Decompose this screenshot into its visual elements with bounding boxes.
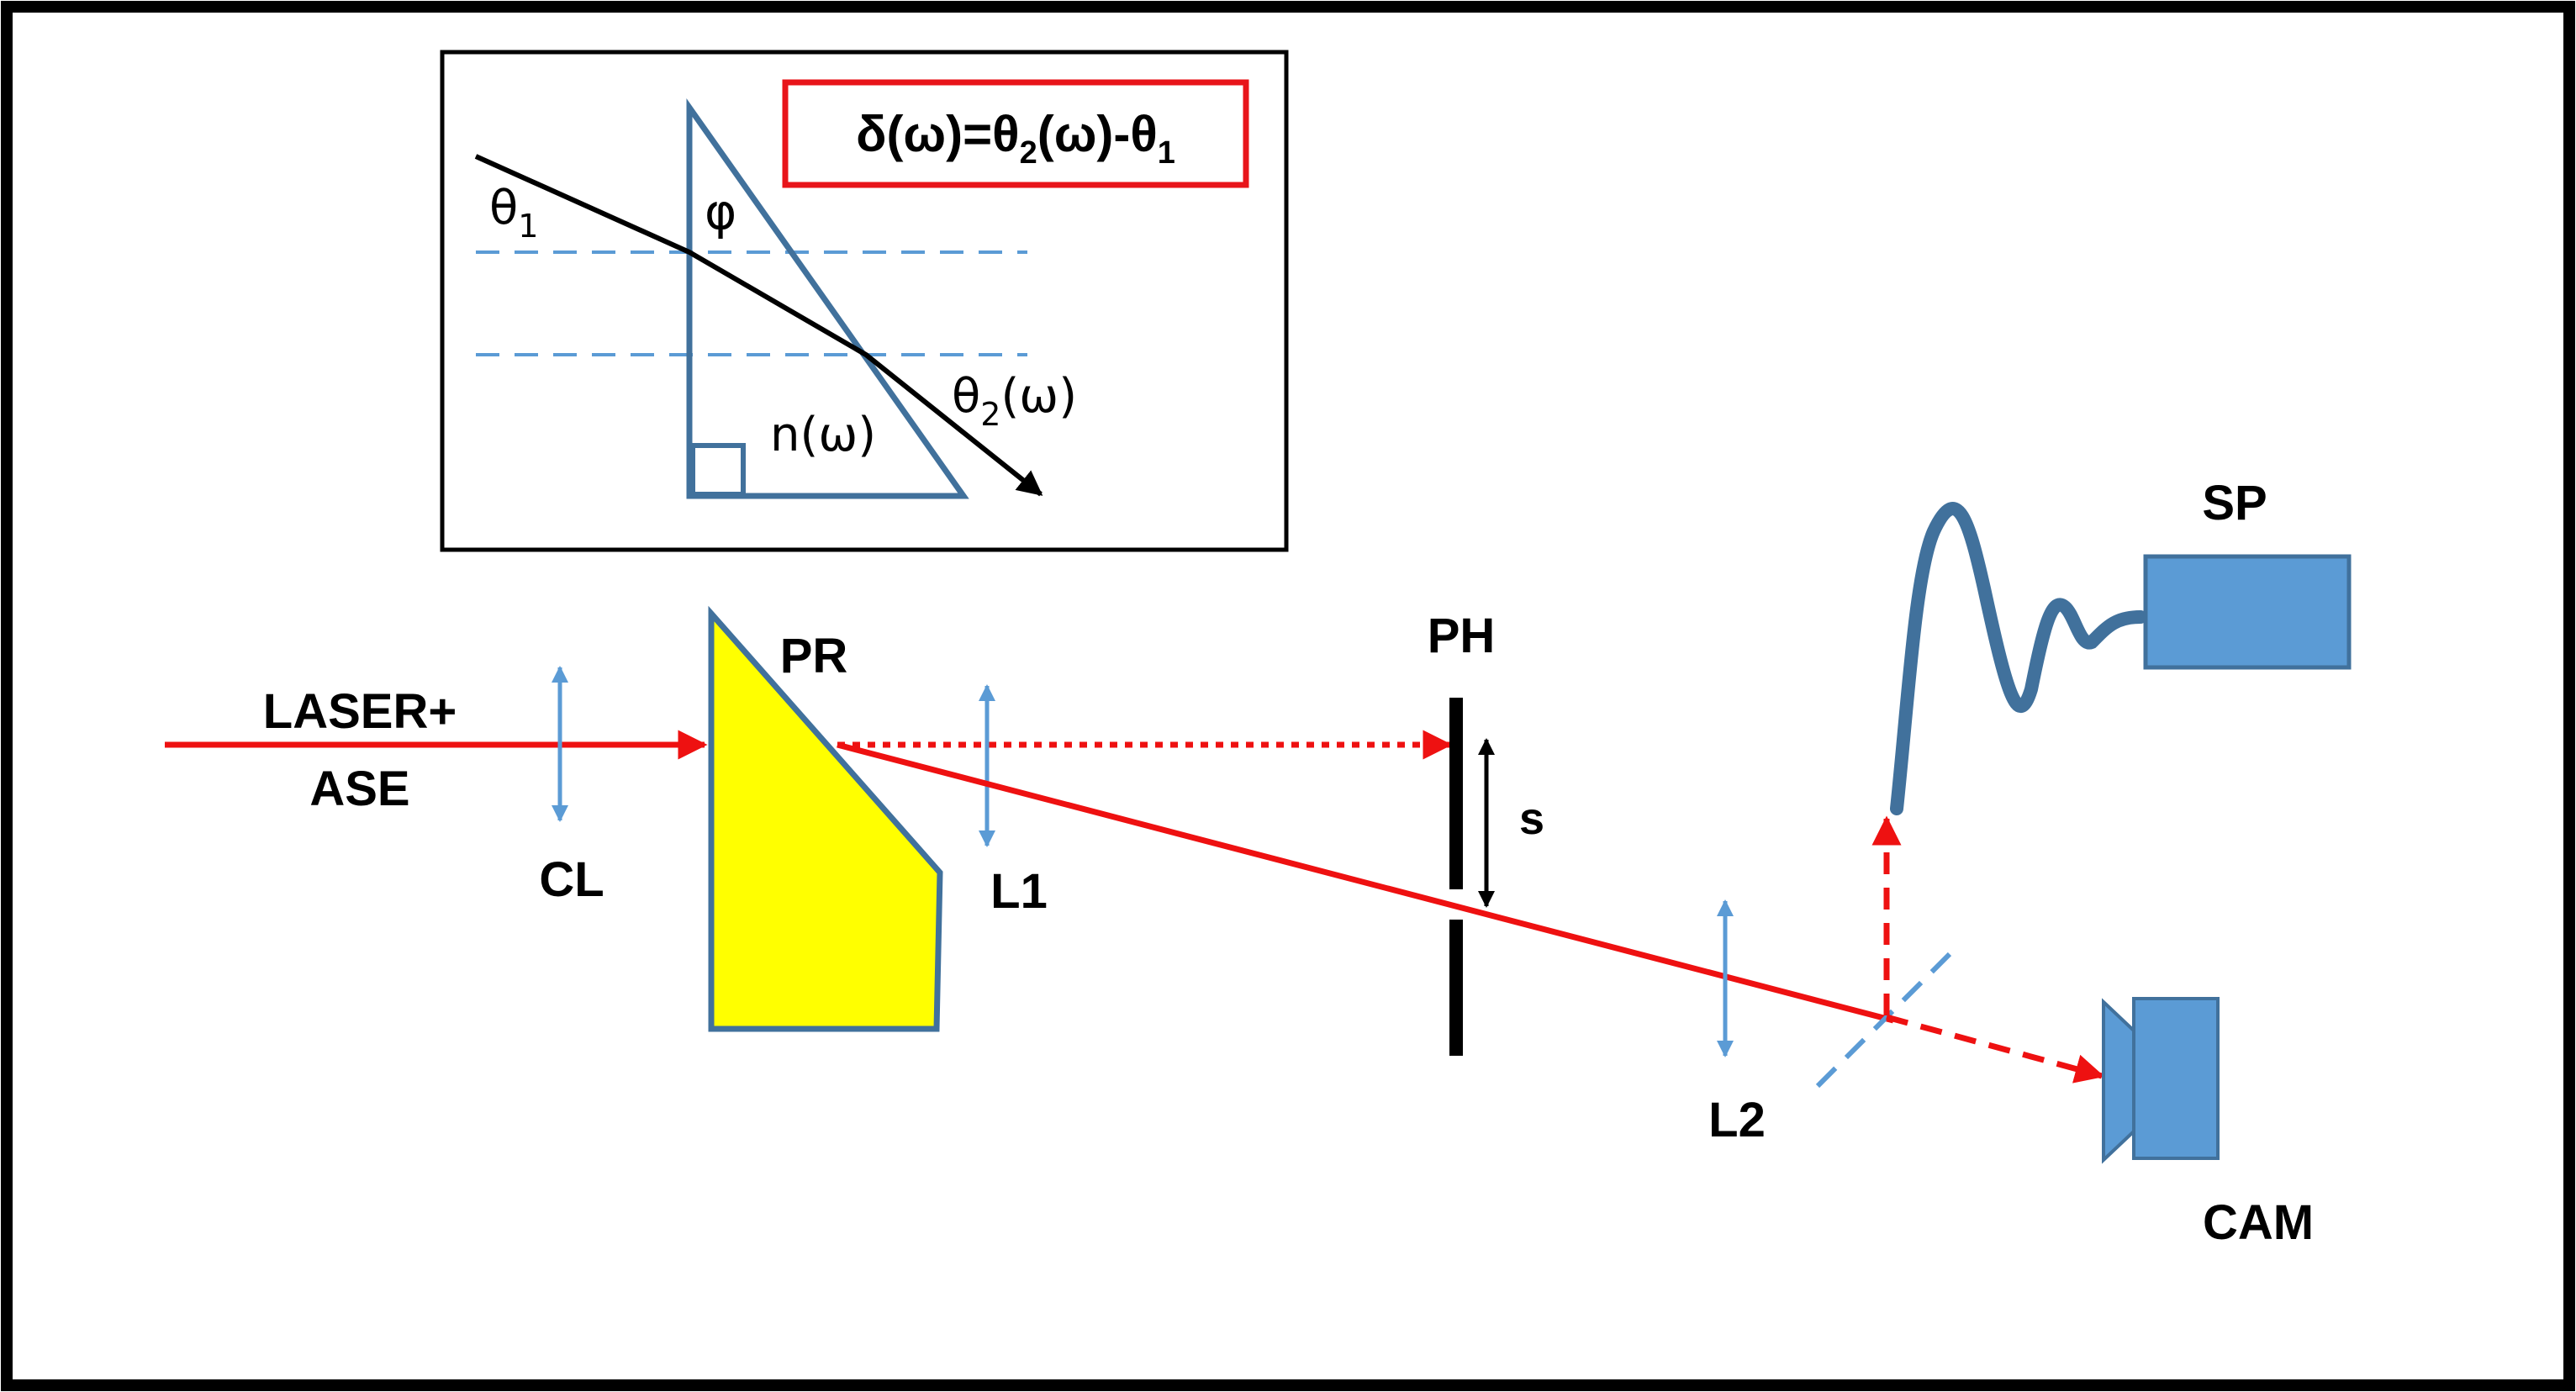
lens-2-label: L2 (1708, 1093, 1766, 1147)
beam-to-camera (1886, 1014, 2105, 1084)
spectrometer (2143, 554, 2352, 670)
theta2-label: θ2(ω) (952, 369, 1077, 433)
refractive-index-label: n(ω) (770, 408, 876, 462)
camera-body (2132, 997, 2220, 1160)
inset-prism (686, 98, 969, 499)
slit-width-label: s (1519, 794, 1544, 844)
source-label-line2: ASE (309, 762, 409, 816)
dispersing-prism (708, 605, 943, 1032)
camera-label: CAM (2203, 1195, 2314, 1250)
deviation-formula: δ(ω)=θ2(ω)-θ1 (856, 106, 1175, 171)
source-label-line1: LASER+ (263, 684, 457, 739)
prism-label: PR (780, 629, 848, 683)
spectrometer-label: SP (2202, 476, 2267, 530)
formula-box (782, 79, 1249, 188)
phi-label: φ (705, 183, 736, 240)
lens-1-label: L1 (990, 864, 1048, 919)
refracted-ray (474, 154, 1043, 497)
right-angle-mark (690, 443, 746, 497)
camera-lens-housing (2102, 998, 2135, 1164)
theta1-label: θ1 (489, 181, 538, 245)
beam-splitter (1815, 949, 1955, 1089)
pinhole-label: PH (1428, 609, 1496, 663)
cylindrical-lens-label: CL (539, 852, 604, 907)
prism-inset: δ(ω)=θ2(ω)-θ1 θ1 φ θ2(ω) n(ω) (440, 50, 1289, 552)
optical-fiber (1890, 502, 2147, 815)
